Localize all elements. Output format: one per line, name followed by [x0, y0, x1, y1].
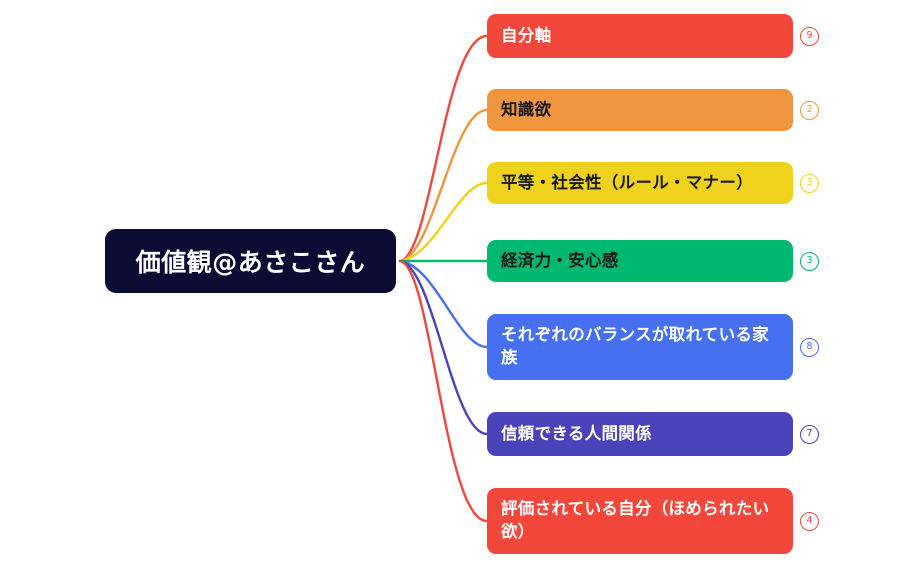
connector-edge-1: [398, 108, 489, 263]
branch-node-label: それぞれのバランスが取れている家族: [501, 325, 769, 367]
connector-edge-4: [398, 259, 489, 349]
branch-badge-count[interactable]: 2: [800, 101, 819, 120]
connector-edge-2: [398, 181, 489, 263]
branch-node[interactable]: それぞれのバランスが取れている家族: [487, 314, 793, 380]
branch-node[interactable]: 知識欲: [487, 89, 793, 131]
branch-node-label: 知識欲: [501, 99, 552, 119]
branch-badge-count[interactable]: 3: [800, 174, 819, 193]
branch-node-label: 信頼できる人間関係: [501, 423, 652, 443]
connector-edge-0: [398, 34, 489, 263]
branch-node[interactable]: 経済力・安心感: [487, 240, 793, 282]
connector-edge-5: [398, 259, 489, 436]
branch-node-label: 経済力・安心感: [501, 250, 619, 270]
branch-node-label: 自分軸: [501, 25, 552, 45]
root-node-label: 価値観@あさこさん: [135, 248, 366, 277]
connector-edge-6: [398, 259, 489, 523]
branch-node[interactable]: 評価されている自分（ほめられたい欲）: [487, 488, 793, 554]
branch-badge-count[interactable]: 4: [800, 512, 819, 531]
branch-node[interactable]: 平等・社会性（ルール・マナー）: [487, 162, 793, 204]
branch-node-label: 平等・社会性（ルール・マナー）: [501, 172, 753, 192]
branch-node[interactable]: 信頼できる人間関係: [487, 412, 793, 456]
branch-node-label: 評価されている自分（ほめられたい欲）: [501, 499, 770, 541]
branch-node[interactable]: 自分軸: [487, 14, 793, 58]
branch-badge-count[interactable]: 9: [800, 27, 819, 46]
branch-badge-count[interactable]: 3: [800, 252, 819, 271]
branch-badge-count[interactable]: 7: [800, 425, 819, 444]
branch-badge-count[interactable]: 8: [800, 338, 819, 357]
mindmap-root-node[interactable]: 価値観@あさこさん: [105, 229, 396, 293]
